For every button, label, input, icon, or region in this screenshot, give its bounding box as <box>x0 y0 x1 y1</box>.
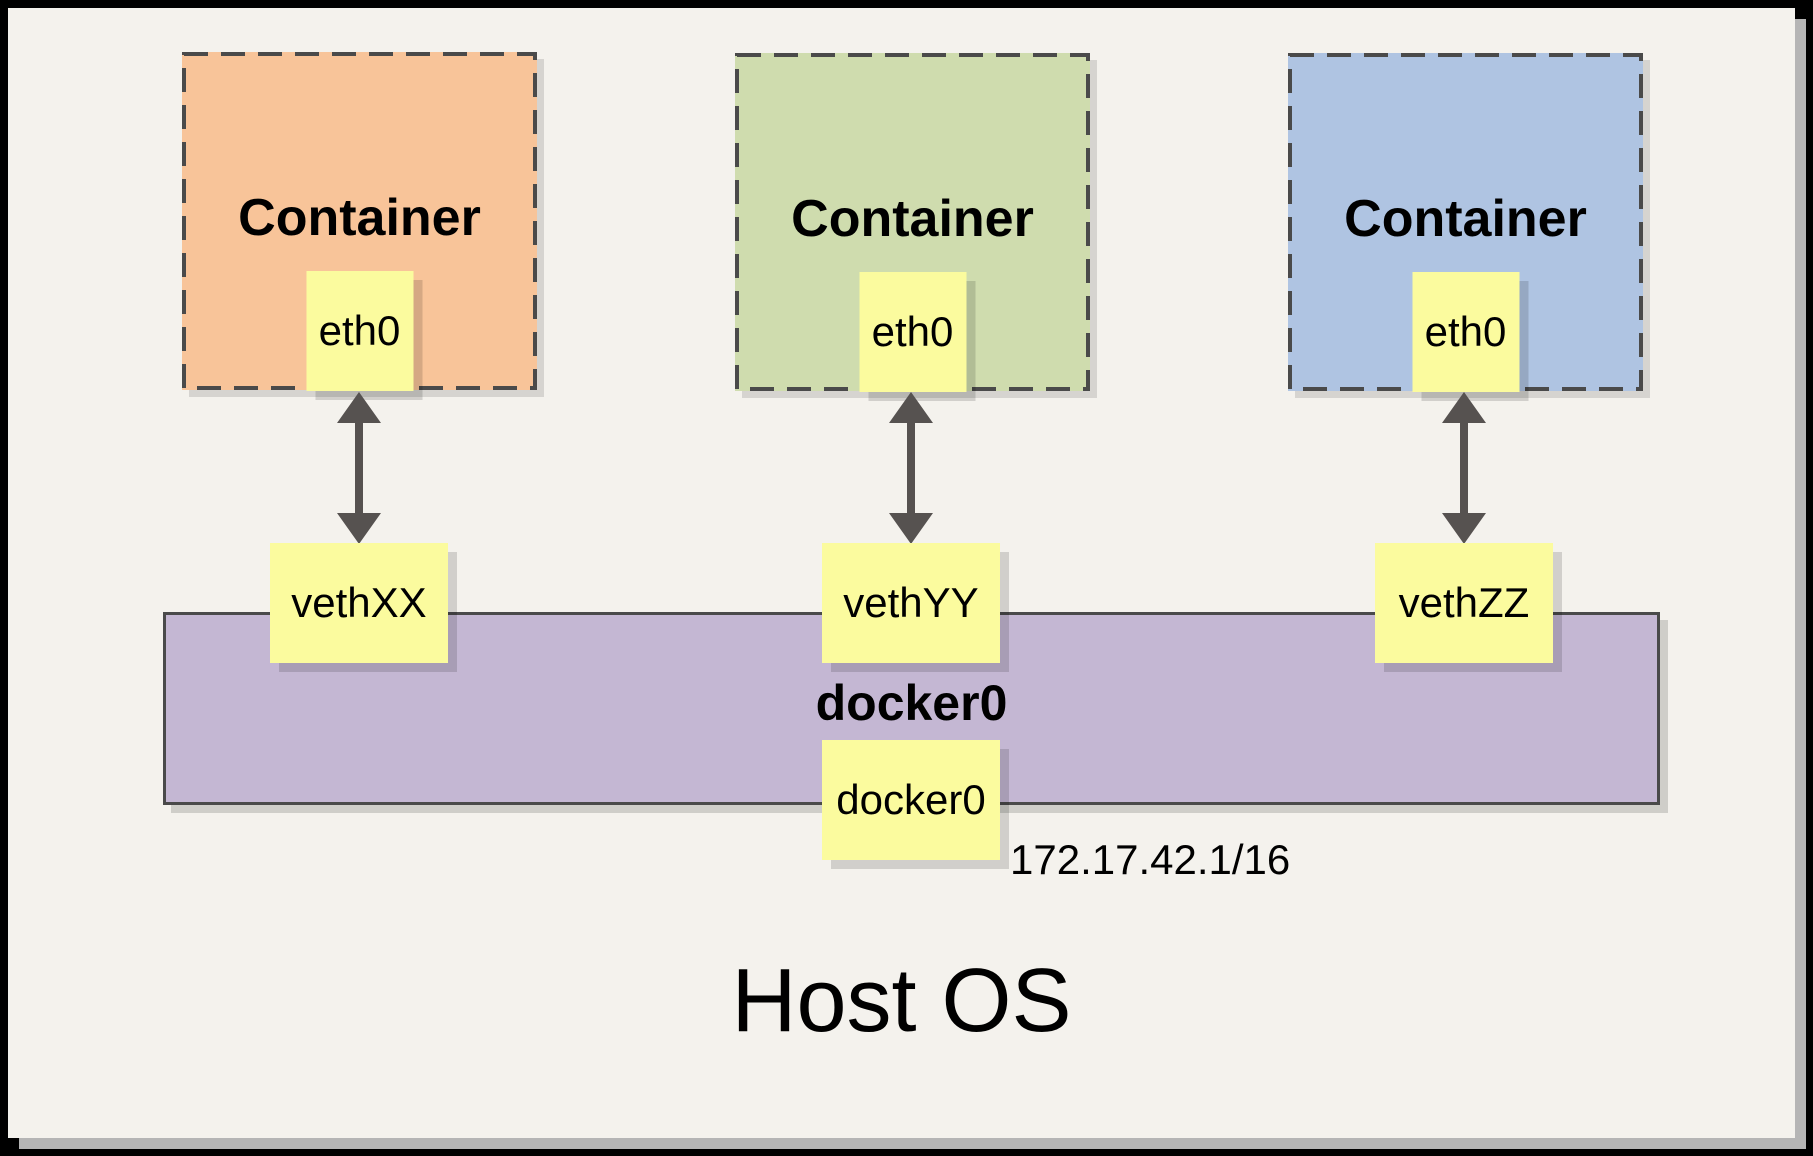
eth0-label: eth0 <box>318 307 401 354</box>
container-box-1: Container eth0 <box>182 52 537 391</box>
vethxx-label: vethXX <box>291 579 427 626</box>
bidirectional-arrow-icon <box>889 392 933 544</box>
vethxx-interface-box: vethXX <box>270 543 448 663</box>
vethyy-interface-box: vethYY <box>822 543 1000 663</box>
eth0-interface-box: eth0 <box>859 272 966 392</box>
vethyy-label: vethYY <box>843 579 979 626</box>
docker0-bridge-label: docker0 <box>815 675 1008 731</box>
docker0-interface-box: docker0 <box>822 740 1000 860</box>
bidirectional-arrow-icon <box>1442 392 1486 544</box>
container-label: Container <box>1344 190 1587 248</box>
container-label: Container <box>238 189 481 247</box>
container-box-3: Container eth0 <box>1288 53 1643 392</box>
docker0-interface-label: docker0 <box>836 776 986 823</box>
eth0-label: eth0 <box>1424 308 1507 355</box>
eth0-label: eth0 <box>871 308 954 355</box>
eth0-interface-box: eth0 <box>1412 272 1519 392</box>
vethzz-interface-box: vethZZ <box>1375 543 1553 663</box>
container-box-2: Container eth0 <box>735 53 1090 392</box>
eth0-interface-box: eth0 <box>306 271 413 391</box>
host-os-canvas: Container eth0 Container eth0 Container … <box>8 8 1795 1138</box>
vethzz-label: vethZZ <box>1398 579 1530 626</box>
bridge-ip-address: 172.17.42.1/16 <box>1010 836 1291 883</box>
bidirectional-arrow-icon <box>337 392 381 544</box>
container-label: Container <box>791 190 1034 248</box>
host-os-title: Host OS <box>731 951 1072 1051</box>
